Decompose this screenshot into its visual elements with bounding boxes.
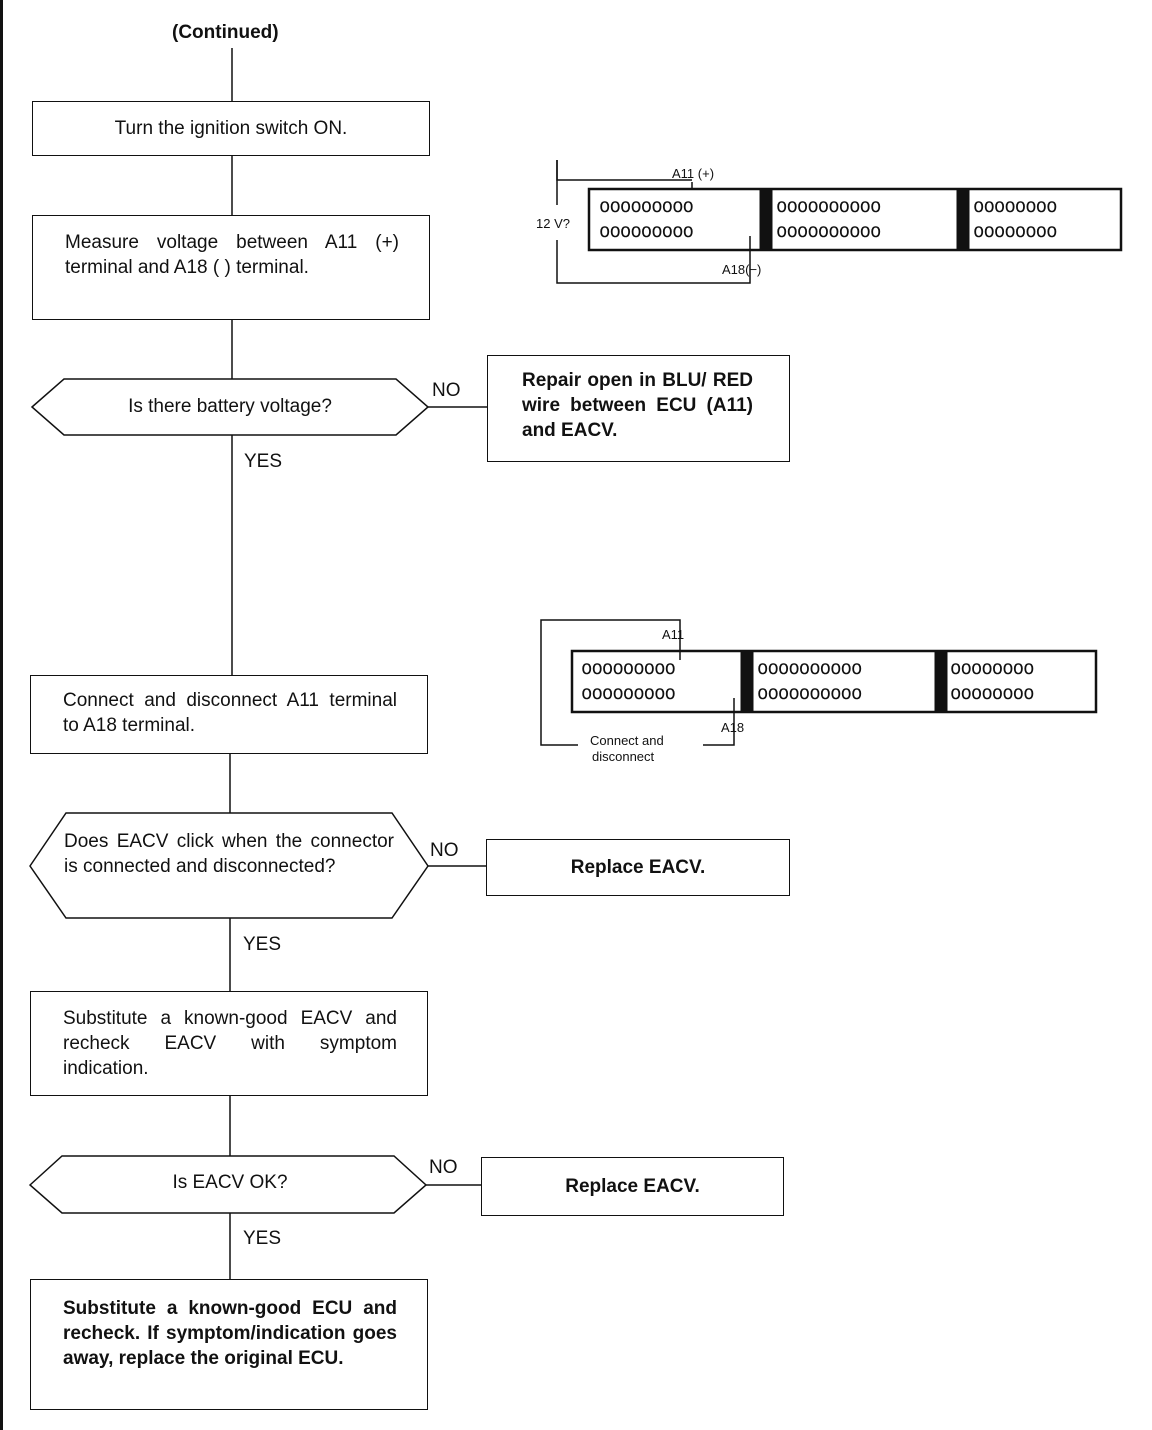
no-label-click: NO [430, 840, 459, 861]
decision-ok-shape [28, 1155, 428, 1214]
pin-row-bottom-2b: oooooooooo [757, 682, 862, 704]
pin-row-top-2c: oooooooo [973, 220, 1058, 242]
no-label-ok: NO [429, 1157, 458, 1178]
action-replace-eacv-2: Replace EACV. [481, 1157, 784, 1216]
jumper-wire-right [703, 698, 735, 746]
decision-click-text: Does EACV click when the connector is co… [64, 831, 394, 877]
terminal-a11-label: A11 [662, 627, 685, 642]
yes-label-click: YES [243, 934, 282, 955]
pin-row-top-1b: oooooooooo [776, 195, 881, 217]
step-measure-text: Measure voltage between A11 (+) terminal… [65, 232, 399, 278]
action-repair-text: Repair open in BLU/ RED wire between ECU… [522, 370, 753, 441]
pin-row-bottom-1b: oooooooooo [757, 657, 862, 679]
pin-row-bottom-1a: ooooooooo [581, 657, 676, 679]
voltage-readout-label: 12 V? [536, 214, 570, 233]
step-ignition-on: Turn the ignition switch ON. [32, 101, 430, 156]
step-connect-text: Connect and disconnect A11 terminal to A… [63, 690, 397, 736]
pin-row-bottom-2a: ooooooooo [581, 682, 676, 704]
step-substitute-eacv: Substitute a known-good EACV and recheck… [30, 991, 428, 1096]
terminal-a11-plus-label: A11 (+) [672, 166, 715, 181]
pin-row-top-1c: oooooooo [973, 195, 1058, 217]
action-replace-2-text: Replace EACV. [565, 1176, 700, 1197]
step-substitute-ecu: Substitute a known-good ECU and recheck.… [30, 1279, 428, 1410]
step-substitute-eacv-text: Substitute a known-good EACV and recheck… [63, 1008, 397, 1079]
jumper-note-line1: Connect and [590, 733, 664, 748]
step-measure-voltage: Measure voltage between A11 (+) terminal… [32, 215, 430, 320]
jumper-wire-left [540, 619, 681, 746]
step-connect-disconnect: Connect and disconnect A11 terminal to A… [30, 675, 428, 754]
decision-click-shape [29, 812, 429, 919]
pin-row-bottom-1c: oooooooo [950, 657, 1035, 679]
yes-label-ok: YES [243, 1228, 282, 1249]
decision-ok-text: Is EACV OK? [172, 1172, 288, 1193]
probe-lead-negative [556, 236, 751, 284]
pin-row-top-2b: oooooooooo [776, 220, 881, 242]
connector-diagram-top [556, 160, 1123, 284]
page-title: (Continued) [172, 22, 279, 43]
decision-battery-text: Is there battery voltage? [128, 396, 332, 417]
terminal-a18-minus-label: A18(−) [722, 262, 762, 277]
yes-label-battery: YES [244, 451, 283, 472]
decision-battery-shape [30, 378, 430, 436]
pin-row-bottom-2c: oooooooo [950, 682, 1035, 704]
action-replace-1-text: Replace EACV. [570, 857, 706, 878]
pin-row-top-1a: ooooooooo [599, 195, 694, 217]
action-repair-wire: Repair open in BLU/ RED wire between ECU… [487, 355, 790, 462]
step-ignition-text: Turn the ignition switch ON. [114, 118, 348, 139]
no-label-battery: NO [432, 380, 461, 401]
connector-diagram-bottom [540, 619, 1098, 746]
terminal-a18-label: A18 [721, 720, 745, 735]
pin-row-top-2a: ooooooooo [599, 220, 694, 242]
step-substitute-ecu-text: Substitute a known-good ECU and recheck.… [63, 1298, 397, 1369]
page-left-rule [0, 0, 3, 1430]
jumper-note-line2: disconnect [592, 749, 655, 764]
action-replace-eacv-1: Replace EACV. [486, 839, 790, 896]
